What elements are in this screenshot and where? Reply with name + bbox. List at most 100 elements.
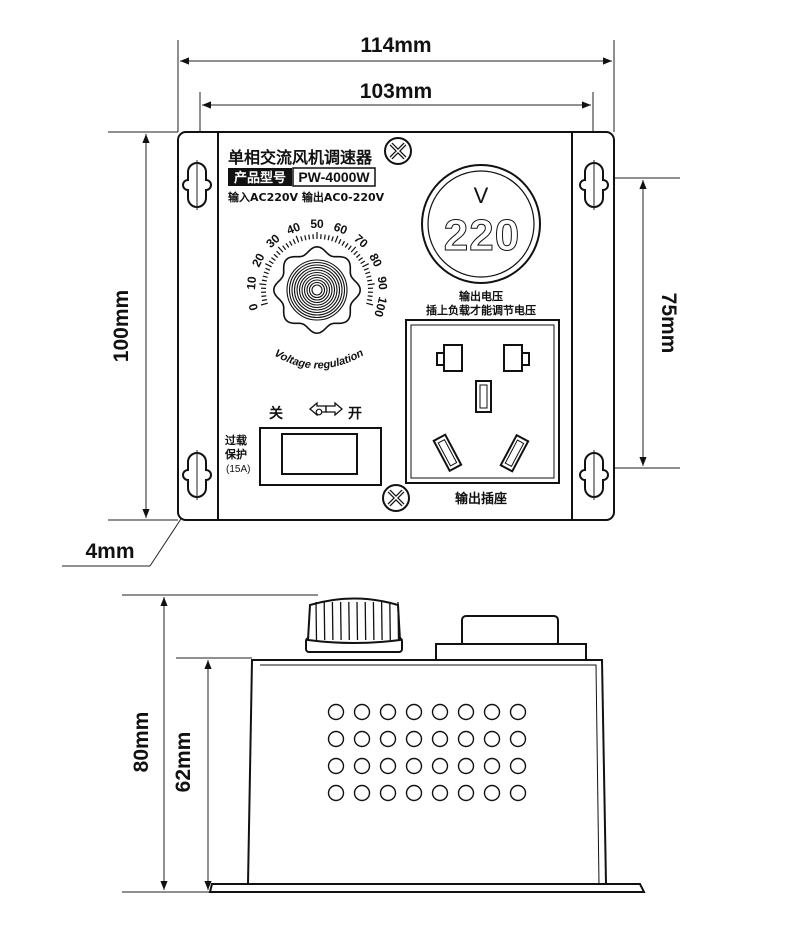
voltage-knob[interactable] [272, 245, 362, 335]
vent-hole [457, 730, 475, 748]
vent-hole [431, 757, 449, 775]
vent-hole [457, 703, 475, 721]
vent-hole [379, 757, 397, 775]
dial-tick [300, 236, 303, 242]
knob-flute [339, 601, 342, 641]
dial-tick [347, 245, 352, 251]
arrow-right-icon [325, 401, 343, 417]
vent-hole [405, 730, 423, 748]
dial-tick [358, 257, 363, 261]
dial-number: 90 [375, 276, 390, 291]
side-knob [305, 597, 403, 653]
dial-tick [367, 283, 375, 286]
dial-tick [344, 243, 349, 248]
meter-caption: 输出电压 [459, 289, 503, 303]
model-value: PW-4000W [298, 169, 370, 185]
dial-tick [282, 245, 287, 251]
dial-tick [362, 263, 369, 268]
inner-width-label: 103mm [360, 80, 432, 103]
dial-tick [365, 271, 371, 275]
dial-tick [341, 240, 346, 246]
knob-flute [331, 601, 334, 641]
vent-hole [483, 757, 501, 775]
knob-flute [372, 601, 375, 641]
vent-hole [353, 703, 371, 721]
dial-tick [304, 235, 307, 241]
knob-ring [298, 271, 336, 309]
knob-ring [288, 261, 346, 319]
vent-hole [405, 703, 423, 721]
vent-hole [509, 703, 527, 721]
knob-flute [323, 601, 326, 641]
vent-hole [457, 784, 475, 802]
dial-number: 0 [246, 302, 261, 312]
dial-tick [277, 246, 284, 253]
knob-flute [389, 601, 391, 641]
vent-hole [431, 784, 449, 802]
mounting-slot-bottom-left [182, 450, 212, 500]
dial-tick [353, 250, 358, 256]
dial-tick [262, 275, 268, 278]
product-title: 单相交流风机调速器 [228, 148, 373, 167]
vent-grid [327, 703, 527, 802]
dial-number: 60 [332, 220, 350, 238]
dimension-hole-spacing: 75mm [600, 177, 680, 469]
dial-tick [334, 235, 339, 243]
vent-hole [509, 784, 527, 802]
switch-on-label: 开 [348, 406, 362, 422]
power-switch[interactable] [259, 427, 382, 486]
dial-tick [327, 235, 330, 241]
switch-off-label: 关 [269, 405, 283, 422]
knob-ring [311, 284, 323, 296]
dial-tick [331, 236, 334, 242]
vent-hole [327, 703, 345, 721]
vent-hole [431, 703, 449, 721]
switch-center-dot [315, 408, 323, 416]
height-label: 100mm [110, 290, 133, 362]
vent-hole [379, 703, 397, 721]
dimension-body-depth: 62mm [172, 657, 252, 890]
dial-tick [268, 260, 274, 265]
hole-spacing-label: 75mm [657, 293, 680, 354]
dial-tick [295, 235, 300, 243]
vent-hole [483, 730, 501, 748]
dial-tick [323, 234, 326, 240]
socket-caption: 输出插座 [455, 491, 507, 507]
dial-tick [363, 267, 369, 271]
side-view [208, 597, 646, 893]
dial-tick [263, 271, 269, 275]
dial-tick [261, 279, 267, 282]
knob-flute [356, 601, 359, 641]
body-depth-label: 62mm [172, 732, 195, 793]
vent-hole [327, 730, 345, 748]
dial-tick [271, 257, 276, 261]
vent-hole [379, 730, 397, 748]
dial-number: 10 [244, 275, 259, 290]
front-panel: 单相交流风机调速器 产品型号 PW-4000W 输入AC220V 输出AC0-2… [177, 131, 615, 521]
dial-number: 40 [285, 219, 303, 237]
hole-diameter-label: 4mm [85, 540, 134, 563]
socket-slot-center [475, 380, 492, 413]
dial-number: 20 [249, 251, 268, 270]
dial-tick [260, 302, 268, 306]
dial-number: 50 [310, 217, 324, 231]
knob-flute [364, 601, 367, 641]
side-housing [246, 659, 608, 885]
dimension-outer-width: 114mm [177, 34, 615, 132]
socket-slot-bottom-left [432, 433, 463, 473]
knob-flute [315, 601, 318, 641]
socket-slot-left [436, 344, 463, 372]
io-spec: 输入AC220V 输出AC0-220V [228, 190, 385, 204]
mounting-slot-top-right [579, 160, 609, 210]
mounting-slot-top-left [182, 160, 212, 210]
dial-tick [350, 246, 357, 253]
vent-hole [327, 784, 345, 802]
side-base-flange [208, 883, 646, 893]
dial-tick [276, 250, 281, 256]
overload-label-line3: (15A) [226, 464, 250, 475]
overload-label-line1: 过载 [225, 433, 247, 447]
output-socket[interactable] [405, 319, 560, 484]
knob-ring [291, 264, 343, 316]
dial-tick [355, 253, 361, 258]
